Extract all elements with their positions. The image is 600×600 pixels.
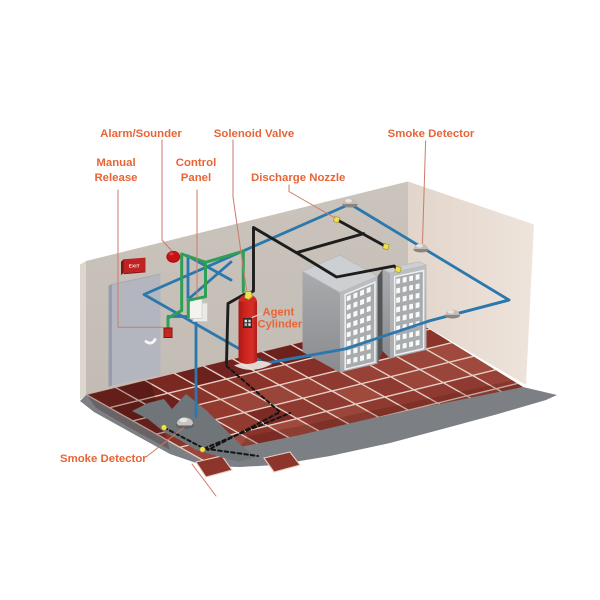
- svg-text:Agent: Agent: [263, 307, 295, 319]
- svg-text:Panel: Panel: [181, 172, 211, 184]
- svg-text:Release: Release: [94, 172, 137, 184]
- svg-text:Control: Control: [176, 157, 217, 169]
- svg-text:Smoke Detector: Smoke Detector: [60, 453, 147, 465]
- svg-text:Smoke Detector: Smoke Detector: [388, 128, 475, 140]
- svg-text:Solenoid Valve: Solenoid Valve: [214, 128, 294, 140]
- svg-text:EXIT: EXIT: [129, 264, 140, 269]
- svg-text:Cylinder: Cylinder: [258, 319, 303, 331]
- svg-text:Manual: Manual: [96, 157, 135, 169]
- svg-text:Discharge Nozzle: Discharge Nozzle: [251, 172, 345, 184]
- svg-text:Alarm/Sounder: Alarm/Sounder: [100, 128, 182, 140]
